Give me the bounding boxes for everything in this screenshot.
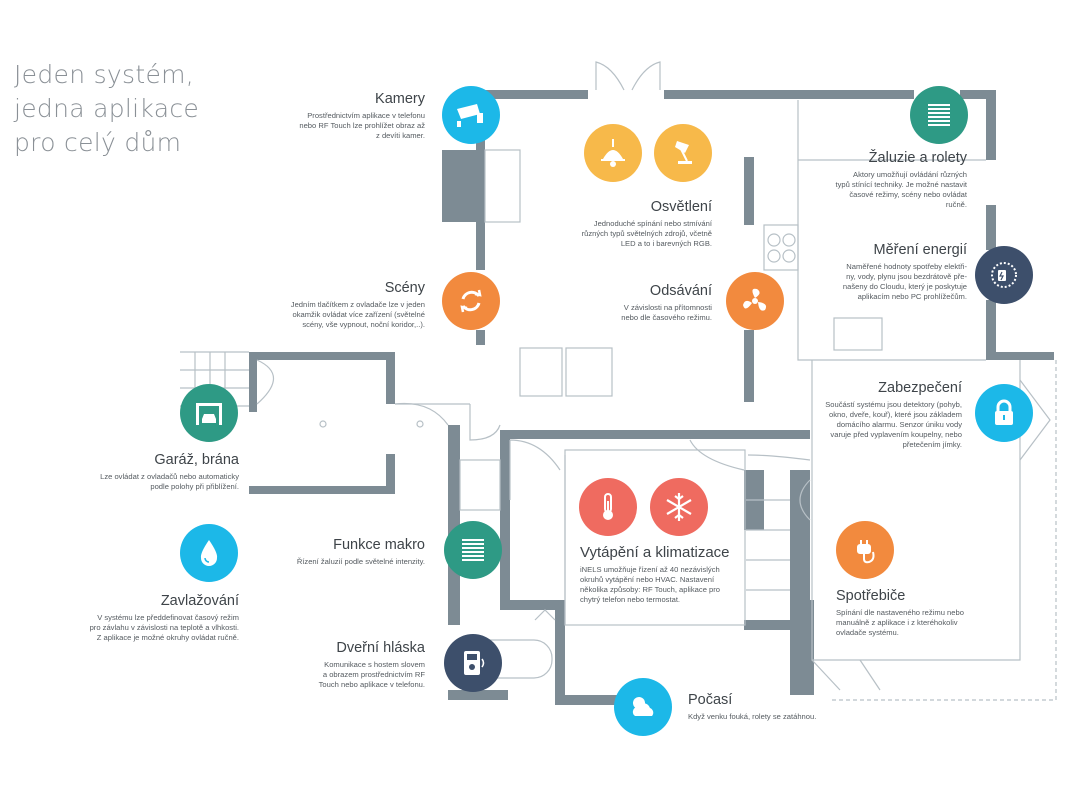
feature-zabezpeceni-text-5: přetečením jímky. (902, 440, 962, 449)
feature-vytapeni-text-2: okruhů vytápění nebo HVAC. Nastavení (580, 575, 715, 584)
feature-vytapeni-text-4: chytrý telefon nebo termostat. (580, 595, 681, 604)
feature-garaz-text-1: Lze ovládat z ovladačů nebo automaticky (100, 472, 239, 481)
feature-pocasi-text-1: Když venku fouká, rolety se zatáhnou. (688, 712, 817, 721)
feature-dverni-text-1: Komunikace s hostem slovem (324, 660, 425, 669)
feature-osvetleni-text-2: různých typů světelných zdrojů, včetně (581, 229, 712, 238)
blinds-icon[interactable] (910, 86, 968, 144)
feature-vytapeni-title: Vytápění a klimatizace (580, 544, 730, 561)
feature-kamery-text-1: Prostřednictvím aplikace v telefonu (307, 111, 425, 120)
feature-funkce-text-1: Řízení žaluzií podle světelné intenzity. (296, 557, 425, 566)
feature-pocasi-title: Počasí (688, 692, 733, 708)
refresh-icon[interactable] (442, 272, 500, 330)
feature-zaluzie-text-3: časové režimy, scény nebo ovládat (849, 190, 967, 199)
feature-osvetleni: Osvětlení Jednoduché spínání nebo stmívá… (512, 199, 712, 249)
feature-zavlazovani-text-1: V systému lze předdefinovat časový režim (97, 613, 239, 622)
feature-zaluzie-title: Žaluzie a rolety (868, 150, 967, 166)
ceiling-lamp-icon[interactable] (584, 124, 642, 182)
feature-sceny: Scény Jedním tlačítkem z ovladače lze v … (235, 280, 425, 330)
feature-mereni-text-4: aplikacím nebo PC prohlížečům. (857, 292, 967, 301)
feature-sceny-title: Scény (384, 280, 425, 296)
feature-kamery-text-3: z devíti kamer. (376, 131, 425, 140)
title-line-3: pro celý dům (14, 128, 182, 157)
feature-zavlazovani: Zavlažování V systému lze předdefinovat … (49, 593, 239, 643)
desk-lamp-icon[interactable] (654, 124, 712, 182)
feature-sceny-text-2: okamžik ovládat více zařízení (světelné (292, 310, 425, 319)
feature-zabezpeceni-text-4: varuje před vyplavením koupelny, nebo (830, 430, 962, 439)
feature-zaluzie-text-1: Aktory umožňují ovládání různých (853, 170, 967, 179)
feature-odsavani-title: Odsávání (649, 283, 712, 299)
feature-dverni: Dveřní hláska Komunikace s hostem slovem… (255, 640, 425, 690)
feature-mereni-text-2: ny, vody, plynu jsou bezdrátově pře- (846, 272, 967, 281)
thermometer-icon[interactable] (579, 478, 637, 536)
feature-zabezpeceni-title: Zabezpečení (878, 380, 962, 396)
title-line-1: Jeden systém, (14, 60, 195, 89)
feature-zaluzie: Žaluzie a rolety Aktory umožňují ovládán… (787, 150, 967, 210)
feature-odsavani: Odsávání V závislosti na přítomnosti neb… (562, 283, 712, 323)
feature-osvetleni-title: Osvětlení (650, 199, 712, 215)
feature-zabezpeceni-text-1: Součástí systému jsou detektory (pohyb, (825, 400, 962, 409)
feature-mereni-text-3: našeny do Cloudu, který je poskytuje (842, 282, 967, 291)
feature-zavlazovani-title: Zavlažování (160, 593, 239, 609)
thin-lines (180, 61, 1057, 701)
feature-spotrebice-text-1: Spínání dle nastaveného režimu nebo (836, 608, 964, 617)
page-title: Jeden systém, jedna aplikace pro celý dů… (14, 58, 199, 160)
camera-icon[interactable] (442, 86, 500, 144)
feature-dverni-text-2: a obrazem prostřednictvím RF (322, 670, 425, 679)
lock-icon[interactable] (975, 384, 1033, 442)
plug-icon[interactable] (836, 521, 894, 579)
feature-garaz-text-2: podle polohy při přiblížení. (150, 482, 239, 491)
feature-funkce: Funkce makro Řízení žaluzií podle světel… (245, 537, 425, 567)
fan-icon[interactable] (726, 272, 784, 330)
feature-kamery: Kamery Prostřednictvím aplikace v telefo… (245, 91, 425, 141)
blinds-macro-icon[interactable] (444, 521, 502, 579)
feature-zavlazovani-text-2: pro závlahu v závislosti na teplotě a vl… (89, 623, 239, 632)
feature-vytapeni-text-3: několika způsoby: RF Touch, aplikace pro (580, 585, 720, 594)
feature-spotrebice-title: Spotřebiče (836, 588, 906, 604)
feature-garaz: Garáž, brána Lze ovládat z ovladačů nebo… (59, 452, 239, 492)
feature-dverni-text-3: Touch nebo aplikace v telefonu. (318, 680, 425, 689)
feature-zabezpeceni-text-2: okno, dveře, kouř), které jsou základem (829, 410, 962, 419)
feature-vytapeni: Vytápění a klimatizace iNELS umožňuje ří… (580, 544, 760, 605)
feature-vytapeni-text-1: iNELS umožňuje řízení až 40 nezávislých (580, 565, 720, 574)
feature-funkce-title: Funkce makro (333, 537, 425, 553)
feature-kamery-text-2: nebo RF Touch lze prohlížet obraz až (299, 121, 425, 130)
feature-odsavani-text-2: nebo dle časového režimu. (621, 313, 712, 322)
feature-zaluzie-text-2: typů stínící techniky. Je možné nastavit (835, 180, 967, 189)
feature-sceny-text-3: scény, vše vypnout, noční koridor,..). (302, 320, 425, 329)
feature-kamery-title: Kamery (375, 91, 425, 107)
feature-spotrebice-text-2: manuálně z aplikace i z kteréhokoliv (836, 618, 958, 627)
title-line-2: jedna aplikace (14, 94, 200, 123)
meter-icon[interactable] (975, 246, 1033, 304)
feature-zabezpeceni: Zabezpečení Součástí systému jsou detekt… (772, 380, 962, 450)
feature-osvetleni-text-1: Jednoduché spínání nebo stmívání (593, 219, 712, 228)
feature-garaz-title: Garáž, brána (154, 452, 239, 468)
intercom-icon[interactable] (444, 634, 502, 692)
feature-zaluzie-text-4: ručně. (945, 200, 967, 209)
weather-icon[interactable] (614, 678, 672, 736)
feature-zabezpeceni-text-3: domácího alarmu. Senzor úniku vody (836, 420, 962, 429)
feature-odsavani-text-1: V závislosti na přítomnosti (623, 303, 712, 312)
feature-spotrebice: Spotřebiče Spínání dle nastaveného režim… (836, 588, 1006, 638)
snowflake-icon[interactable] (650, 478, 708, 536)
feature-sceny-text-1: Jedním tlačítkem z ovladače lze v jeden (290, 300, 425, 309)
water-drop-icon[interactable] (180, 524, 238, 582)
feature-mereni: Měření energií Naměřené hodnoty spotřeby… (787, 242, 967, 302)
feature-spotrebice-text-3: ovladače systému. (836, 628, 899, 637)
feature-dverni-title: Dveřní hláska (336, 640, 425, 656)
feature-pocasi: Počasí Když venku fouká, rolety se zatáh… (688, 692, 868, 722)
feature-mereni-text-1: Naměřené hodnoty spotřeby elektři- (846, 262, 967, 271)
garage-icon[interactable] (180, 384, 238, 442)
feature-mereni-title: Měření energií (873, 242, 968, 258)
feature-zavlazovani-text-3: Z aplikace je možné okruhy ovládat ručně… (96, 633, 239, 642)
feature-osvetleni-text-3: LED a to i barevných RGB. (620, 239, 712, 248)
